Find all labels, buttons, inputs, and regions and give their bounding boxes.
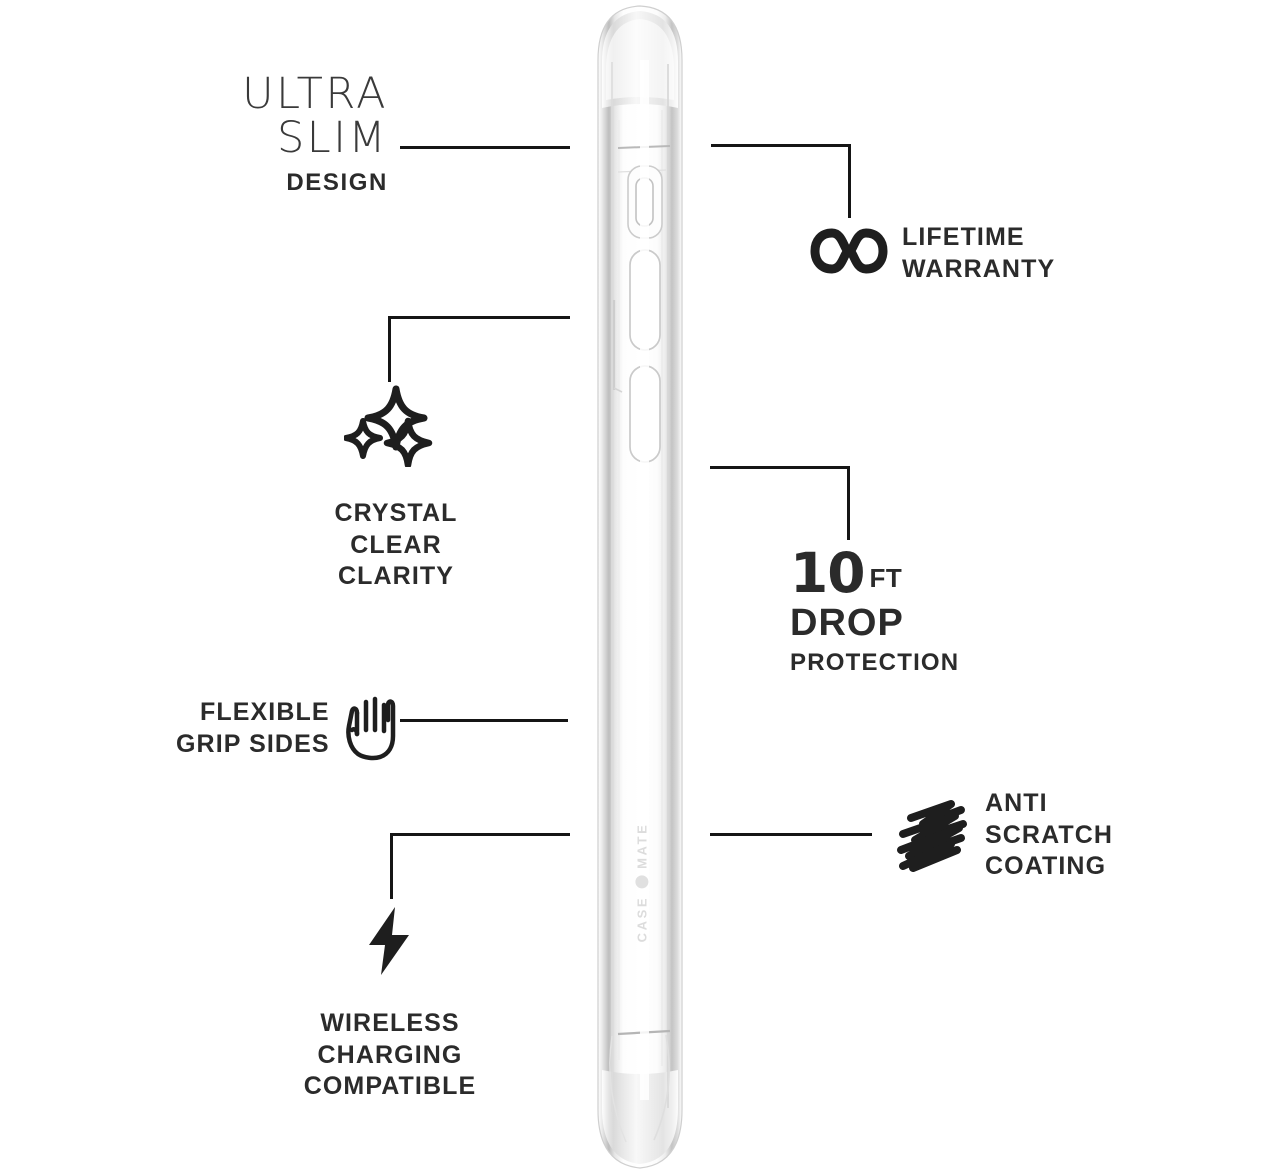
crystal-clear-line-1: CRYSTAL <box>334 499 458 527</box>
feature-flexible-grip-sides: FLEXIBLE GRIP SIDES <box>176 690 402 767</box>
ultra-slim-line-3: DESIGN <box>286 168 388 196</box>
anti-scratch-line-3: COATING <box>985 852 1107 880</box>
connector-anti-scratch <box>710 833 872 836</box>
connector-ultra-slim <box>400 146 570 149</box>
lightning-bolt-icon <box>365 905 415 982</box>
drop-protection-unit: FT <box>869 562 903 593</box>
wireless-charging-line-3: COMPATIBLE <box>303 1072 477 1100</box>
wireless-charging-line-1: WIRELESS <box>320 1009 460 1037</box>
sparkles-icon <box>343 385 448 472</box>
product-image-clear-case <box>592 0 688 1174</box>
ultra-slim-line-1: ULTRA <box>242 69 388 119</box>
infinity-icon <box>810 226 888 281</box>
lifetime-warranty-line-1: LIFETIME <box>902 223 1025 251</box>
lifetime-warranty-text: LIFETIME WARRANTY <box>902 222 1055 285</box>
lifetime-warranty-line-2: WARRANTY <box>902 254 1056 283</box>
flexible-grip-text: FLEXIBLE GRIP SIDES <box>176 697 330 760</box>
drop-protection-line-1: DROP <box>790 601 904 644</box>
connector-lifetime-warranty-vertical <box>848 144 851 218</box>
anti-scratch-line-1: ANTI <box>985 789 1048 817</box>
connector-drop-protection-horizontal <box>710 466 850 469</box>
connector-lifetime-warranty-horizontal <box>711 144 851 147</box>
feature-drop-protection: 10 FT DROP PROTECTION <box>790 541 960 677</box>
connector-wireless-charging-vertical <box>390 833 393 899</box>
feature-crystal-clear-clarity: CRYSTAL CLEAR CLARITY <box>296 385 496 593</box>
open-hand-icon <box>344 690 402 767</box>
drop-protection-line-2: PROTECTION <box>790 648 960 676</box>
flexible-grip-line-1: FLEXIBLE <box>200 698 330 726</box>
connector-flexible-grip <box>400 719 568 722</box>
connector-crystal-clear-horizontal <box>388 316 570 319</box>
crystal-clear-line-2: CLEAR CLARITY <box>337 530 455 591</box>
connector-crystal-clear-vertical <box>388 316 391 382</box>
ultra-slim-line-2: SLIM <box>276 113 388 164</box>
scratch-scribble-icon <box>893 794 969 877</box>
feature-lifetime-warranty: LIFETIME WARRANTY <box>810 222 1055 285</box>
connector-drop-protection-vertical <box>847 466 850 540</box>
anti-scratch-line-2: SCRATCH <box>985 820 1114 849</box>
connector-wireless-charging-horizontal <box>390 833 570 836</box>
wireless-charging-line-2: CHARGING <box>317 1040 463 1069</box>
anti-scratch-text: ANTI SCRATCH COATING <box>985 788 1113 883</box>
wireless-charging-text: WIRELESS CHARGING COMPATIBLE <box>285 1008 495 1103</box>
feature-ultra-slim-design: ULTRA SLIM DESIGN <box>238 72 388 197</box>
feature-wireless-charging: WIRELESS CHARGING COMPATIBLE <box>285 905 495 1103</box>
flexible-grip-line-2: GRIP SIDES <box>176 729 330 758</box>
drop-protection-number: 10 <box>790 541 866 605</box>
crystal-clear-text: CRYSTAL CLEAR CLARITY <box>296 498 496 593</box>
feature-anti-scratch-coating: ANTI SCRATCH COATING <box>893 788 1113 883</box>
